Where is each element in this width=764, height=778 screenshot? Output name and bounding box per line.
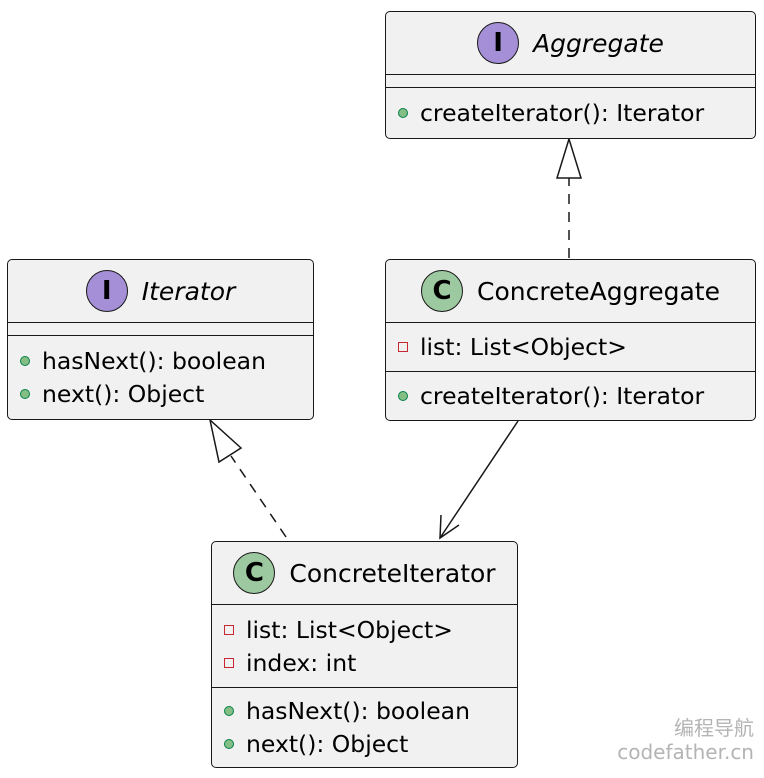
- private-visibility-icon: [224, 624, 234, 635]
- class-icon: C: [233, 552, 276, 594]
- class-header: I Aggregate: [386, 12, 755, 75]
- class-name: Iterator: [141, 276, 236, 306]
- method-text: hasNext(): boolean: [42, 347, 266, 375]
- method-text: next(): Object: [246, 730, 409, 758]
- method-text: createIterator(): Iterator: [420, 382, 705, 410]
- class-box-concrete-aggregate[interactable]: C ConcreteAggregate list: List<Object> c…: [385, 259, 756, 421]
- class-name: ConcreteIterator: [289, 558, 496, 588]
- public-visibility-icon: [398, 108, 408, 118]
- watermark-line-1: 编程导航: [674, 716, 754, 740]
- method-text: hasNext(): boolean: [246, 697, 470, 725]
- association-arrowhead: [439, 514, 460, 540]
- interface-icon: I: [85, 270, 128, 312]
- method-row: hasNext(): boolean: [224, 695, 505, 728]
- method-row: next(): Object: [224, 728, 505, 761]
- realization-line-iterator: [230, 455, 287, 538]
- class-box-aggregate[interactable]: I Aggregate createIterator(): Iterator: [385, 11, 756, 139]
- field-text: index: int: [246, 648, 357, 677]
- method-text: createIterator(): Iterator: [420, 99, 705, 127]
- interface-icon: I: [477, 22, 520, 64]
- realization-arrowhead-aggregate: [555, 136, 583, 179]
- class-box-iterator[interactable]: I Iterator hasNext(): boolean next(): Ob…: [7, 259, 314, 420]
- class-header: I Iterator: [8, 260, 313, 323]
- method-row: createIterator(): Iterator: [398, 97, 743, 130]
- fields-section: list: List<Object> index: int: [212, 605, 517, 687]
- class-name: ConcreteAggregate: [477, 276, 720, 306]
- public-visibility-icon: [398, 391, 408, 401]
- field-text: list: List<Object>: [246, 615, 453, 644]
- public-visibility-icon: [224, 706, 234, 716]
- field-row: list: List<Object>: [398, 331, 743, 364]
- field-row: list: List<Object>: [224, 613, 505, 646]
- method-text: next(): Object: [42, 380, 205, 408]
- realization-arrowhead-iterator: [208, 417, 243, 464]
- methods-section: hasNext(): boolean next(): Object: [212, 687, 517, 767]
- method-row: next(): Object: [20, 378, 301, 411]
- methods-section: hasNext(): boolean next(): Object: [8, 335, 313, 419]
- watermark-line-2: codefather.cn: [617, 740, 754, 764]
- class-header: C ConcreteAggregate: [386, 260, 755, 323]
- public-visibility-icon: [20, 356, 30, 366]
- class-icon: C: [421, 270, 464, 312]
- private-visibility-icon: [224, 657, 234, 668]
- methods-section: createIterator(): Iterator: [386, 371, 755, 420]
- public-visibility-icon: [224, 739, 234, 749]
- field-text: list: List<Object>: [420, 333, 627, 361]
- private-visibility-icon: [398, 342, 408, 352]
- class-name: Aggregate: [533, 28, 664, 58]
- class-box-concrete-iterator[interactable]: C ConcreteIterator list: List<Object> in…: [211, 541, 518, 768]
- public-visibility-icon: [20, 389, 30, 399]
- methods-section: createIterator(): Iterator: [386, 87, 755, 138]
- method-row: hasNext(): boolean: [20, 345, 301, 378]
- class-header: C ConcreteIterator: [212, 542, 517, 605]
- fields-section: list: List<Object>: [386, 323, 755, 371]
- method-row: createIterator(): Iterator: [398, 380, 743, 413]
- field-row: index: int: [224, 646, 505, 679]
- fields-section: [8, 323, 313, 335]
- fields-section: [386, 75, 755, 87]
- association-line: [439, 420, 519, 539]
